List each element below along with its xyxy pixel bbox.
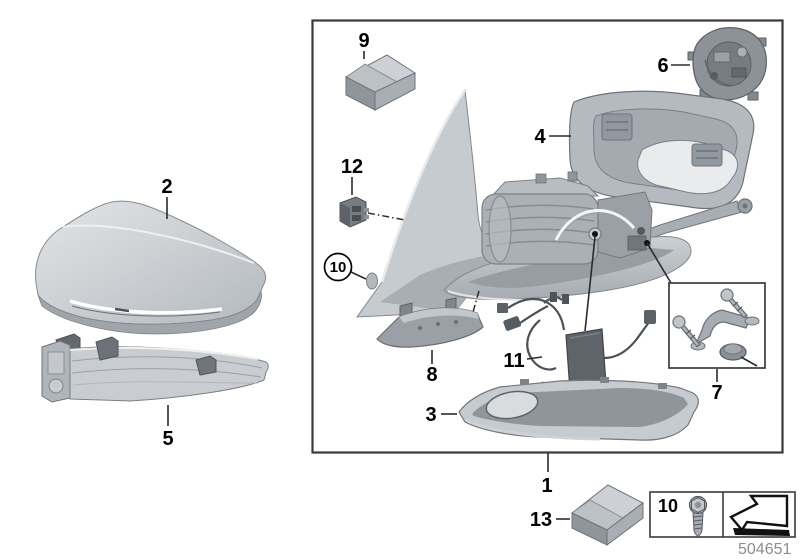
mirror-base-triangle [355,88,501,318]
callout-8-group: 8 [426,350,438,386]
callout-5[interactable]: 5 [162,428,173,450]
callout-9[interactable]: 9 [358,30,369,52]
part-11-harness-module [497,231,656,392]
screw-icon [688,495,708,537]
callout-10[interactable]: 10 [330,259,347,276]
callout-4[interactable]: 4 [534,126,546,148]
callout-6-group: 6 [657,55,690,77]
screw-icon [720,288,748,319]
part-9-kit-box [344,54,417,111]
callout-13[interactable]: 13 [530,509,552,531]
callout-3-group: 3 [425,404,457,426]
callout-9-group: 9 [358,30,370,59]
diagram-frame [311,19,784,454]
part-7-fastener-box [644,240,766,369]
callout-4-group: 4 [534,126,571,148]
callout-3[interactable]: 3 [425,404,436,426]
part-2-mirror-cap [35,200,267,335]
callout-10-circled-group: 10 [323,252,367,282]
callout-2-group: 2 [161,176,173,219]
callout-5-group: 5 [162,405,174,450]
callout-8[interactable]: 8 [426,364,437,386]
callout-11[interactable]: 11 [503,350,524,372]
part-8-lower-bracket [376,290,484,348]
callout-2[interactable]: 2 [161,176,172,198]
callout-12[interactable]: 12 [341,156,363,178]
part-13-kit-box [571,484,644,546]
stock-arrow-icon [729,494,790,536]
part-4-glass-carrier [568,90,755,245]
callout-7[interactable]: 7 [711,382,722,404]
callout-1[interactable]: 1 [541,475,552,497]
doc-number: 504651 [738,541,791,558]
callout-7-group: 7 [711,369,723,404]
callout-11-group: 11 [503,350,543,372]
screw-icon [672,315,701,348]
mirror-motor-assembly [481,171,653,265]
callout-6[interactable]: 6 [657,55,668,77]
callout-13-group: 13 [530,509,570,531]
callout-10-circle[interactable] [323,252,353,282]
callout-12-group: 12 [341,156,406,221]
callout-1-group: 1 [541,453,553,497]
part-12-connector [339,196,369,228]
part-5-turn-signal-lens [41,333,269,403]
legend-box: 10 [649,491,796,538]
legend-fastener-number[interactable]: 10 [658,496,678,516]
part-3-lower-housing [458,377,699,441]
